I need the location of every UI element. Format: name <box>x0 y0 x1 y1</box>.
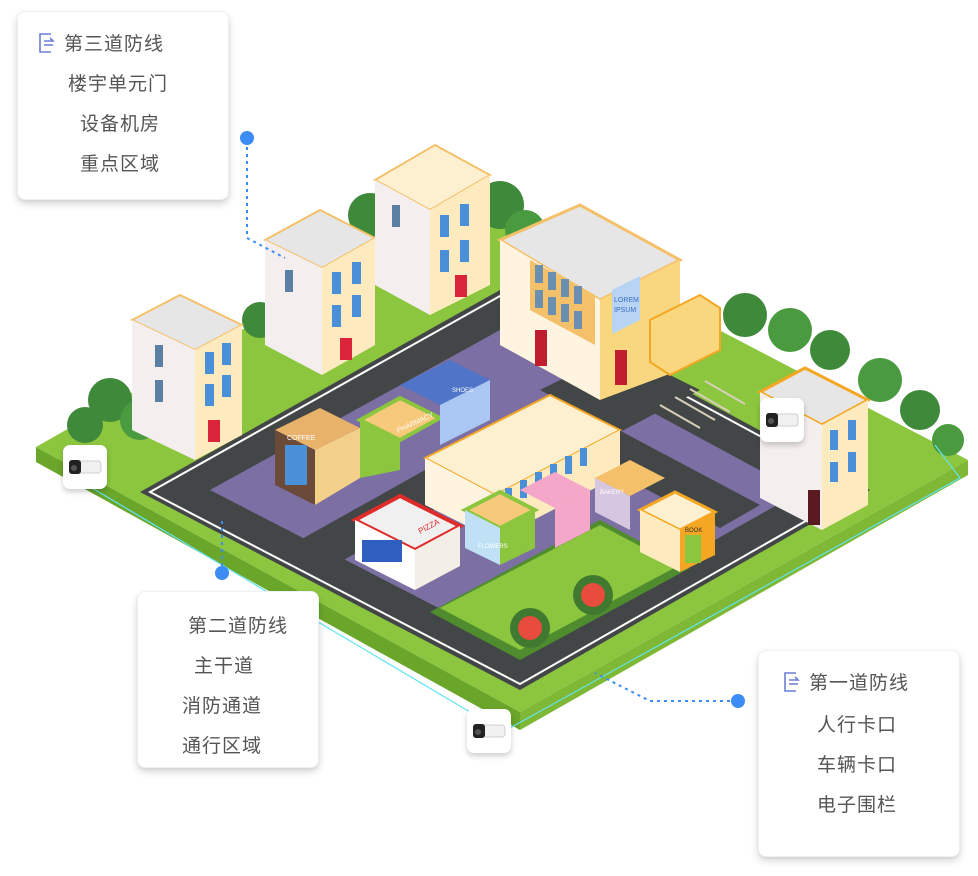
dot-third-line <box>240 131 254 145</box>
bullet-camera-icon <box>473 724 506 738</box>
card-item: 车辆卡口 <box>817 754 898 776</box>
card-title-row: 第一道防线 <box>783 668 909 695</box>
third-defense-line-card: 第三道防线 楼宇单元门 设备机房 重点区域 <box>17 11 229 200</box>
sign-book: BOOK <box>685 528 702 534</box>
card-title: 第二道防线 <box>188 615 289 637</box>
building-residential-middle <box>262 208 378 375</box>
card-title-row: 第三道防线 <box>38 29 164 56</box>
card-item: 主干道 <box>194 655 255 677</box>
sign-flowers: FLOWERS <box>478 544 508 550</box>
sign-coffee: COFFEE <box>287 435 316 442</box>
shop-row-north: COFFEE PHARMACY SHOES <box>275 360 490 505</box>
dot-second-line <box>215 566 229 580</box>
sign-shoes: SHOES <box>452 388 473 394</box>
card-title: 第一道防线 <box>809 672 910 694</box>
card-item: 电子围栏 <box>817 794 898 816</box>
card-item: 消防通道 <box>182 695 263 717</box>
first-defense-line-card: 第一道防线 人行卡口 车辆卡口 电子围栏 <box>758 650 960 857</box>
billboard-text-1: LOREM <box>614 297 639 304</box>
parking-lot <box>659 380 746 429</box>
shop-row-south: PIZZA FLOWERS BAKERY BOOK <box>350 460 719 590</box>
card-item: 通行区域 <box>182 735 263 757</box>
camera-west[interactable] <box>63 445 107 489</box>
building-residential-tall <box>372 143 493 315</box>
billboard-text-2: IPSUM <box>614 307 636 314</box>
dot-first-line <box>731 694 745 708</box>
building-residential-west <box>129 293 245 460</box>
exchange-doc-icon <box>39 32 55 53</box>
bullet-camera-icon <box>69 460 102 474</box>
exchange-doc-icon <box>784 671 800 692</box>
callout-dots <box>215 131 745 708</box>
second-defense-line-card: 第二道防线 主干道 消防通道 通行区域 <box>137 591 319 768</box>
building-residential-east <box>756 366 872 530</box>
sign-bakery: BAKERY <box>600 490 624 496</box>
callout-connectors <box>221 140 737 702</box>
card-item: 重点区域 <box>80 153 161 175</box>
camera-south[interactable] <box>467 709 511 753</box>
bullet-camera-icon <box>766 413 799 427</box>
card-title: 第三道防线 <box>64 33 165 55</box>
card-item: 楼宇单元门 <box>68 73 169 95</box>
central-park <box>430 520 690 660</box>
camera-east[interactable] <box>760 398 804 442</box>
building-office: LOREM IPSUM <box>496 203 721 400</box>
card-item: 人行卡口 <box>817 714 898 736</box>
card-item: 设备机房 <box>80 113 161 135</box>
